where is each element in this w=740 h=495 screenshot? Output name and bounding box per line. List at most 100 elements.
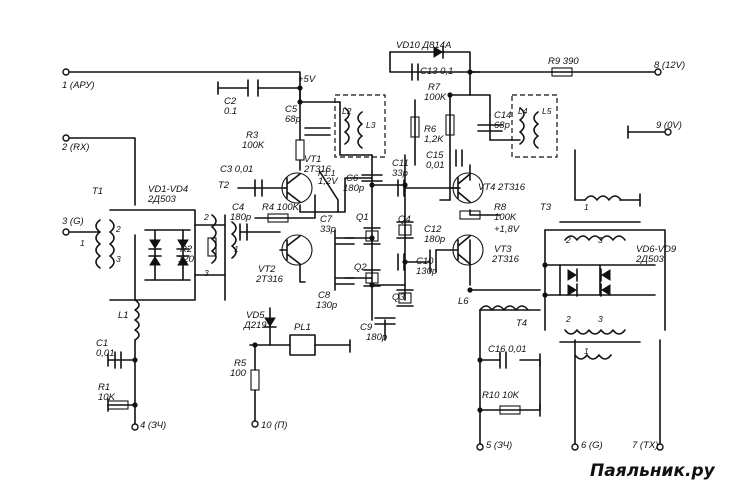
r4-label: R4 100K bbox=[262, 202, 300, 213]
terminal-10-label: 10 (П) bbox=[261, 420, 287, 431]
r6-body bbox=[410, 116, 420, 138]
t1-w1: 1 bbox=[80, 238, 85, 248]
c9-label: C9 bbox=[360, 322, 373, 333]
c12-label: C12 bbox=[424, 224, 442, 235]
r7-body bbox=[445, 114, 455, 136]
l6-coil bbox=[479, 305, 529, 311]
vt3-type: 2T316 bbox=[491, 254, 520, 265]
diodes bbox=[148, 45, 611, 328]
l2-label: L2 bbox=[342, 106, 352, 116]
c5-label: C5 bbox=[285, 104, 298, 115]
transistors bbox=[279, 172, 484, 266]
l2-l3-shield bbox=[334, 94, 386, 158]
t3-label: T3 bbox=[540, 202, 552, 213]
t3-w2: 2 bbox=[565, 235, 571, 245]
t2-w1: 1 bbox=[234, 244, 239, 254]
vd14-type: 2Д503 bbox=[147, 194, 177, 205]
l2-coil bbox=[344, 107, 350, 145]
vt2-type: 2T316 bbox=[255, 274, 284, 285]
q1-label: Q1 bbox=[356, 212, 369, 223]
r8-body bbox=[459, 210, 481, 220]
t3-w1: 1 bbox=[584, 202, 589, 212]
winding-numbers: 1 2 3 2 3 1 1 2 3 2 3 1 bbox=[80, 202, 603, 356]
t2-w2: 2 bbox=[203, 212, 209, 222]
vd5-label: VD5 bbox=[246, 310, 265, 321]
terminal-pads bbox=[62, 68, 672, 451]
vt4-label: VT4 2T316 bbox=[478, 182, 526, 193]
c2-value: 0.1 bbox=[224, 106, 237, 117]
r5-label: R5 bbox=[234, 358, 247, 369]
r2-value: 120 bbox=[178, 254, 195, 265]
t2-w3: 3 bbox=[204, 268, 209, 278]
q3-crystal bbox=[396, 289, 414, 307]
watermark: Паяльник.ру bbox=[590, 461, 716, 481]
c12-value: 180p bbox=[424, 234, 445, 245]
c5-value: 68p bbox=[285, 114, 301, 125]
t4-w2: 2 bbox=[565, 314, 571, 324]
terminal-1-pad bbox=[62, 68, 70, 76]
capacitors bbox=[114, 63, 507, 369]
t4-secondary-coil bbox=[574, 354, 612, 360]
c11-value: 33p bbox=[392, 168, 408, 179]
t1-label: T1 bbox=[92, 186, 103, 197]
t3-primary-coil bbox=[584, 195, 622, 201]
q4-crystal bbox=[396, 221, 414, 239]
c6-value: 180p bbox=[343, 183, 364, 194]
t4-w3: 3 bbox=[598, 314, 603, 324]
vd5-diode bbox=[264, 317, 276, 327]
k11-contact bbox=[319, 171, 339, 213]
terminal-10-pad bbox=[251, 420, 259, 428]
q2-crystal bbox=[363, 269, 381, 287]
c3-label: C3 0,01 bbox=[220, 164, 253, 175]
l1-label: L1 bbox=[118, 310, 129, 321]
vd6-diode bbox=[567, 269, 577, 281]
terminal-6-pad bbox=[571, 443, 579, 451]
t4-primary-coil bbox=[564, 329, 626, 335]
r1-label: R1 bbox=[98, 382, 110, 393]
l3-coil bbox=[357, 111, 363, 149]
vd69-label: VD6-VD9 bbox=[636, 244, 677, 255]
c7-value: 33p bbox=[320, 224, 336, 235]
t3-secondary-coil bbox=[564, 235, 626, 241]
t4-label: T4 bbox=[516, 318, 527, 329]
terminal-2-pad bbox=[62, 134, 70, 142]
c15-label: C15 bbox=[426, 150, 444, 161]
r6-value: 1,2K bbox=[424, 134, 444, 145]
l5-label: L5 bbox=[542, 106, 552, 116]
k11-label: K1.1 bbox=[318, 168, 336, 178]
crystals bbox=[363, 221, 414, 307]
vd5-type: Д219 bbox=[243, 320, 267, 331]
r8-value: 100K bbox=[494, 212, 517, 223]
c4-label: C4 bbox=[232, 202, 244, 213]
vt3-label: VT3 bbox=[494, 244, 512, 255]
vt1-label: VT1 bbox=[304, 154, 321, 165]
q3-label: Q3 bbox=[392, 292, 405, 303]
r6-label: R6 bbox=[424, 124, 437, 135]
vd14-label: VD1-VD4 bbox=[148, 184, 188, 195]
r9-label: R9 390 bbox=[548, 56, 579, 67]
t3-w3: 3 bbox=[598, 235, 603, 245]
r10-label: R10 10K bbox=[482, 390, 520, 401]
r2-label: R2 bbox=[180, 244, 193, 255]
t1-w3: 3 bbox=[116, 254, 121, 264]
vt4-symbol bbox=[449, 172, 484, 204]
c2-label: C2 bbox=[224, 96, 237, 107]
c1-value: 0,01 bbox=[96, 348, 115, 359]
l4-l5-shield bbox=[511, 94, 558, 158]
vt2-label: VT2 bbox=[258, 264, 276, 275]
c13-label: C13 0,1 bbox=[420, 66, 453, 77]
l1-coil bbox=[134, 299, 140, 341]
c7-label: C7 bbox=[320, 214, 333, 225]
vd8-diode bbox=[567, 284, 577, 296]
c8-value: 130p bbox=[316, 300, 337, 311]
t2-label: T2 bbox=[218, 180, 230, 191]
terminal-8-pad bbox=[654, 68, 662, 76]
c1-label: C1 bbox=[96, 338, 108, 349]
t4-w1: 1 bbox=[584, 346, 589, 356]
pl1-relay-coil bbox=[289, 334, 316, 356]
vt1-type: 2T316 bbox=[303, 164, 332, 175]
plus5v-label: +5V bbox=[298, 74, 317, 85]
r5-value: 100 bbox=[230, 368, 247, 379]
r9-body bbox=[551, 67, 573, 77]
